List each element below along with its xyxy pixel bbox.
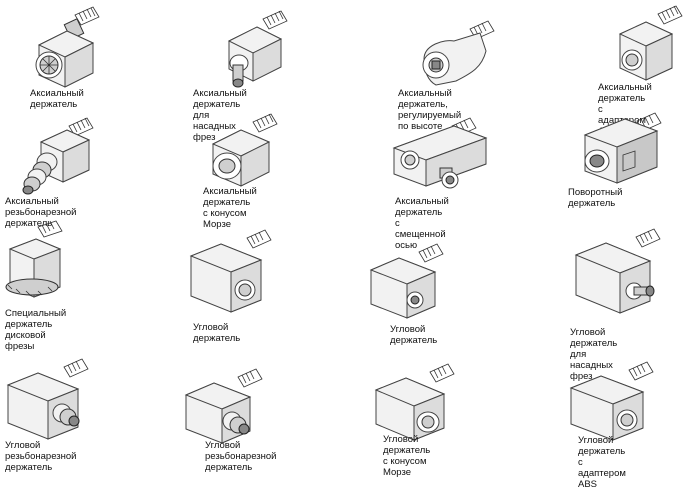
angular-compact-holder-illustration xyxy=(369,243,444,319)
special-disc-mill-holder-illustration xyxy=(5,220,63,298)
caption: Поворотный держатель xyxy=(568,187,623,209)
caption: Аксиальный держатель с конусом Морзе xyxy=(203,186,257,230)
angular-abs-holder-illustration xyxy=(569,361,654,441)
swivel-holder-illustration xyxy=(583,112,662,184)
caption: Угловой резьбонарезной держатель xyxy=(205,440,277,473)
axial-abs-holder-illustration xyxy=(618,5,683,81)
caption: Аксиальный держатель, регулируемый по вы… xyxy=(398,88,462,132)
axial-height-adjustable-holder-illustration xyxy=(422,20,495,86)
angular-holder-illustration xyxy=(189,229,272,313)
caption: Угловой резьбонарезной держатель xyxy=(5,440,77,473)
axial-shell-mill-holder-illustration xyxy=(227,10,288,88)
caption: Угловой держатель с конусом Морзе xyxy=(383,434,431,478)
caption: Угловой держатель xyxy=(193,322,241,344)
caption: Аксиальный держатель с смещенной осью xyxy=(395,196,449,251)
angular-morse-holder-illustration xyxy=(374,363,455,441)
angular-tapping-holder-illustration xyxy=(6,358,89,440)
angular-shell-mill-holder-illustration xyxy=(574,228,661,314)
axial-holder-illustration xyxy=(35,6,100,88)
caption: Специальный держатель дисковой фрезы xyxy=(5,308,67,352)
axial-morse-holder-illustration xyxy=(211,113,278,187)
axial-offset-holder-illustration xyxy=(392,117,488,189)
caption: Аксиальный держатель xyxy=(30,88,84,110)
axial-tapping-holder-illustration xyxy=(22,117,94,195)
caption: Угловой держатель с адаптером ABS xyxy=(578,435,626,490)
caption: Угловой держатель для насадных фрез xyxy=(570,327,618,382)
caption: Угловой держатель xyxy=(390,324,438,346)
caption: Аксиальный держатель для насадных фрез xyxy=(193,88,247,143)
angular-tapping-holder-illustration xyxy=(184,368,263,444)
caption: Аксиальный резьбонарезной держатель xyxy=(5,196,77,229)
